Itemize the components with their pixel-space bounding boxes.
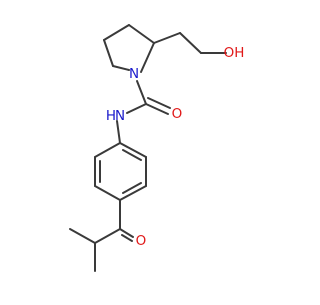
bond-ring-n-c2 bbox=[140, 42, 155, 73]
bond-ketone-o-2 bbox=[121, 234, 133, 242]
bond-benz-inner-a bbox=[122, 149, 142, 161]
bond-nh-ring bbox=[116, 120, 121, 144]
bond-ketone-o-1 bbox=[119, 228, 134, 238]
bond-benz-4-5 bbox=[94, 185, 121, 201]
bond-benz-3-4 bbox=[119, 185, 147, 201]
bond-benz-6-1 bbox=[94, 142, 121, 158]
atom-o-ketone: O bbox=[136, 233, 147, 249]
bond-benz-inner-b bbox=[122, 182, 142, 194]
atom-n-amide: N bbox=[115, 108, 125, 124]
bond-layer bbox=[69, 24, 227, 272]
bond-carbonyl-o-1 bbox=[145, 103, 169, 115]
bond-ch2-ch2 bbox=[179, 32, 202, 54]
bond-ring-c5-n bbox=[112, 65, 130, 71]
bond-c2-ch2 bbox=[153, 32, 181, 44]
atom-o-hydroxyl: OH bbox=[224, 45, 245, 61]
atom-h-amide: H bbox=[106, 108, 116, 124]
bond-ring-c4-c5 bbox=[103, 39, 114, 67]
atom-o-amide: O bbox=[172, 106, 183, 122]
molecule-structure: N N H O OH O bbox=[69, 24, 244, 272]
molecule-canvas: N N H O OH O bbox=[69, 24, 245, 272]
bond-ring-c2-c3 bbox=[128, 24, 155, 44]
bond-ring-c3-c4 bbox=[103, 24, 130, 41]
bond-isopropyl-me1 bbox=[69, 228, 96, 244]
atom-label-layer: N N H O OH O bbox=[106, 45, 244, 249]
bond-carbonyl-nh bbox=[126, 103, 147, 114]
bond-ketone-isopropyl bbox=[94, 228, 121, 244]
bond-n-carbonyl bbox=[136, 80, 147, 105]
atom-n-ring: N bbox=[129, 66, 139, 82]
bond-carbonyl-o-2 bbox=[147, 97, 171, 109]
bond-benz-1-2 bbox=[119, 142, 147, 158]
